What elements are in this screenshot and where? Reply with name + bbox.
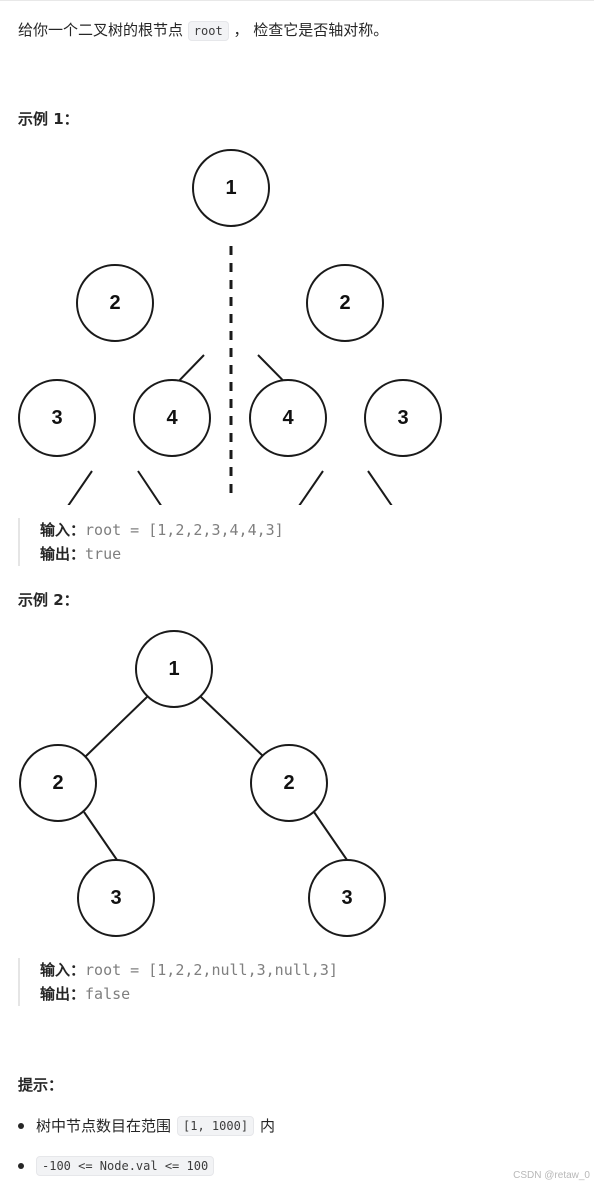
edge — [313, 811, 348, 861]
tree-node: 3 — [18, 379, 96, 457]
example-2-output-line: 输出：false — [40, 982, 338, 1006]
edge — [67, 470, 93, 505]
example-1-io-block: 输入：root = [1,2,2,3,4,4,3] 输出：true — [18, 518, 284, 566]
input-label: 输入： — [40, 521, 86, 539]
svg-text:2: 2 — [339, 292, 350, 314]
bullet-icon — [18, 1122, 24, 1129]
hint-item: 树中节点数目在范围 [1, 1000] 内 — [18, 1115, 275, 1136]
edge — [298, 470, 324, 505]
edge — [200, 696, 265, 758]
hint-text-after: 内 — [260, 1117, 276, 1135]
bullet-icon — [18, 1163, 24, 1169]
output-value: false — [85, 985, 131, 1003]
watermark: CSDN @retaw_0 — [513, 1170, 590, 1181]
edge — [83, 811, 118, 861]
svg-text:1: 1 — [168, 658, 179, 680]
tree-node: 2 — [19, 744, 97, 822]
svg-text:2: 2 — [109, 292, 120, 314]
output-label: 输出： — [40, 545, 86, 563]
statement-text-before: 给你一个二叉树的根节点 — [18, 21, 184, 39]
hint-item: -100 <= Node.val <= 100 — [18, 1156, 215, 1176]
problem-statement: 给你一个二叉树的根节点 root ， 检查它是否轴对称。 — [18, 18, 388, 43]
edge — [137, 470, 162, 505]
example-2-input-line: 输入：root = [1,2,2,null,3,null,3] — [40, 958, 338, 982]
tree-node: 1 — [135, 630, 213, 708]
top-divider — [0, 0, 594, 1]
edge — [84, 696, 148, 758]
example-1-heading: 示例 1： — [18, 110, 79, 128]
tree-node: 4 — [133, 379, 211, 457]
example-1-output-line: 输出：true — [40, 542, 284, 566]
hints-heading: 提示： — [18, 1076, 64, 1094]
tree-node: 4 — [249, 379, 327, 457]
example-2-io-block: 输入：root = [1,2,2,null,3,null,3] 输出：false — [18, 958, 338, 1006]
example-1-input-line: 输入：root = [1,2,2,3,4,4,3] — [40, 518, 284, 542]
tree-node: 2 — [306, 264, 384, 342]
tree-node: 3 — [308, 859, 386, 937]
svg-text:3: 3 — [51, 407, 62, 429]
tree-node: 1 — [192, 149, 270, 227]
svg-text:1: 1 — [225, 177, 236, 199]
root-code: root — [187, 21, 229, 41]
statement-text-after: ， 检查它是否轴对称。 — [233, 21, 389, 39]
svg-text:4: 4 — [282, 407, 294, 429]
example-2-heading: 示例 2： — [18, 591, 79, 609]
tree-node: 3 — [77, 859, 155, 937]
edge — [367, 470, 393, 505]
output-label: 输出： — [40, 985, 86, 1003]
example-1-tree-diagram: 1 2 2 3 4 4 3 — [18, 149, 442, 505]
tree-node: 3 — [364, 379, 442, 457]
svg-text:3: 3 — [110, 887, 121, 909]
tree-node: 2 — [250, 744, 328, 822]
output-value: true — [85, 545, 122, 563]
example-2-tree-diagram: 1 2 2 3 3 — [19, 630, 386, 937]
svg-text:2: 2 — [52, 772, 63, 794]
input-value: root = [1,2,2,null,3,null,3] — [85, 961, 338, 979]
tree-node: 2 — [76, 264, 154, 342]
input-value: root = [1,2,2,3,4,4,3] — [85, 521, 284, 539]
input-label: 输入： — [40, 961, 86, 979]
hint-code: [1, 1000] — [177, 1115, 255, 1136]
hint-code: -100 <= Node.val <= 100 — [36, 1156, 215, 1176]
svg-text:3: 3 — [341, 887, 352, 909]
svg-text:3: 3 — [397, 407, 408, 429]
svg-text:4: 4 — [166, 407, 178, 429]
hint-text-before: 树中节点数目在范围 — [36, 1117, 172, 1135]
svg-text:2: 2 — [283, 772, 294, 794]
